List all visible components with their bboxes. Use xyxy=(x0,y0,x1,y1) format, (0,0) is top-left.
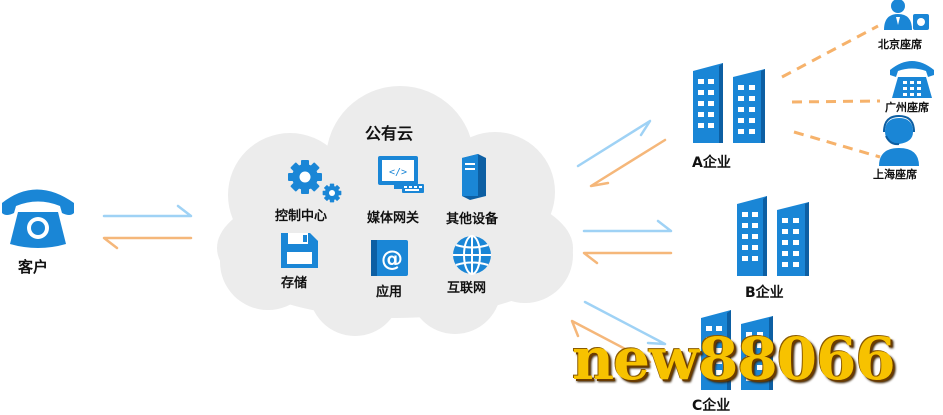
cloud-enterprise-arrows xyxy=(570,119,673,364)
cloud-item-storage: 存储 xyxy=(281,276,308,291)
server-tower-icon xyxy=(462,154,486,200)
customer-label: 客户 xyxy=(18,258,49,276)
svg-text:@: @ xyxy=(381,247,403,272)
svg-text:</>: </> xyxy=(389,167,407,178)
cloud-item-application: 应用 xyxy=(376,285,403,300)
seat-beijing-label: 北京座席 xyxy=(878,38,922,51)
seat-guangzhou-label: 广州座席 xyxy=(885,101,929,114)
watermark-text: new88066 xyxy=(572,325,896,393)
customer-telephone-icon xyxy=(2,189,74,248)
at-notebook-icon: @ xyxy=(371,240,408,276)
agent-phone-icon xyxy=(884,0,929,30)
building-a-icon xyxy=(693,63,765,143)
enterprise-a-label: A企业 xyxy=(692,155,731,171)
computer-code-icon: </> xyxy=(378,156,424,193)
cloud-title: 公有云 xyxy=(365,124,414,143)
seat-dashed-lines xyxy=(781,24,881,159)
cloud-item-internet: 互联网 xyxy=(447,281,487,296)
building-b-icon xyxy=(737,196,809,276)
seat-shanghai-label: 上海座席 xyxy=(873,168,917,181)
enterprise-b-label: B企业 xyxy=(745,285,784,301)
globe-icon xyxy=(453,235,491,275)
cloud-item-media-gateway: 媒体网关 xyxy=(367,211,420,226)
cloud-item-control-center: 控制中心 xyxy=(275,209,328,224)
enterprise-c-label: C企业 xyxy=(692,398,731,414)
floppy-disk-icon xyxy=(281,233,318,268)
headset-agent-icon xyxy=(879,114,919,166)
customer-cloud-arrows xyxy=(102,204,193,250)
cloud-item-other-devices: 其他设备 xyxy=(446,212,499,227)
desk-phone-icon xyxy=(890,61,934,98)
